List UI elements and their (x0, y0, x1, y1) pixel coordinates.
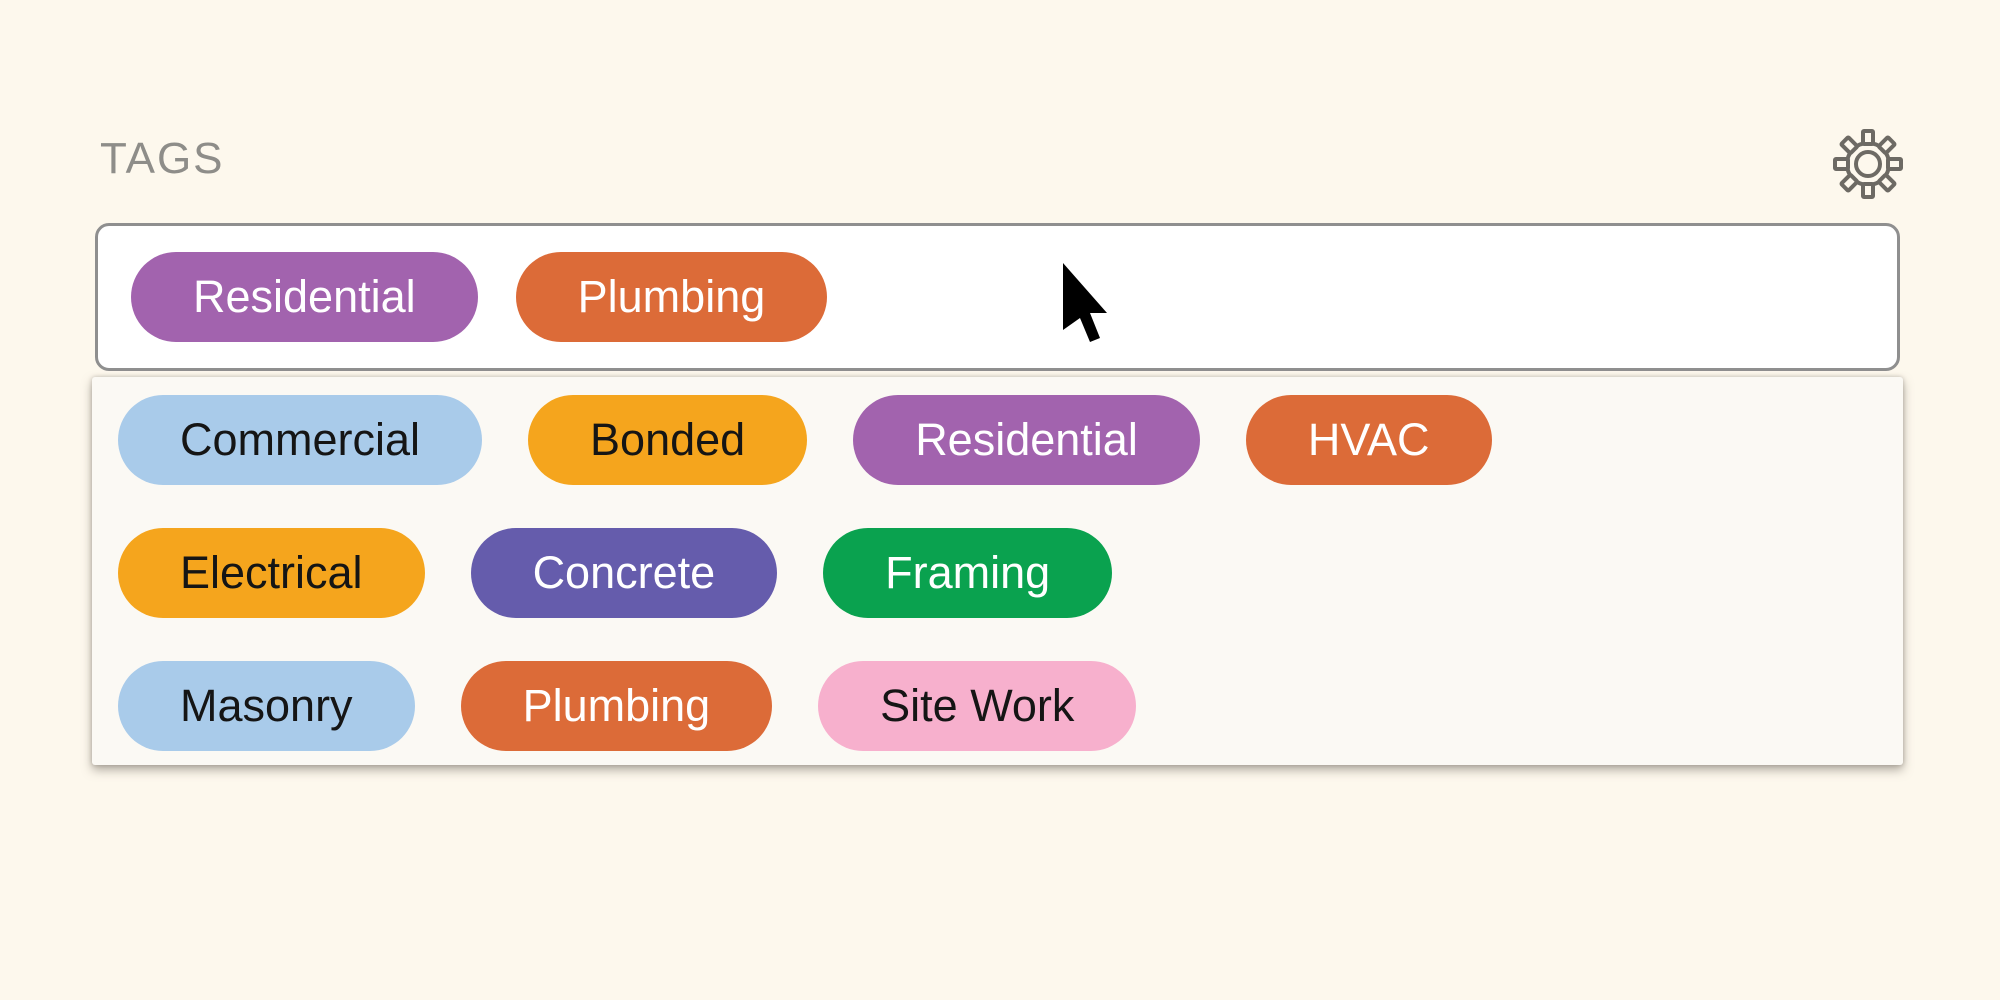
tags-section-label: TAGS (100, 134, 225, 183)
tag-option-row: Masonry Plumbing Site Work (118, 661, 1903, 751)
selected-tag-pill-residential[interactable]: Residential (131, 252, 478, 342)
tag-option-pill-masonry[interactable]: Masonry (118, 661, 415, 751)
tag-option-pill-hvac[interactable]: HVAC (1245, 395, 1492, 485)
tag-option-pill-framing[interactable]: Framing (823, 528, 1113, 618)
tag-option-row: Commercial Bonded Residential HVAC (118, 395, 1903, 485)
tag-option-pill-electrical[interactable]: Electrical (118, 528, 425, 618)
tag-option-pill-concrete[interactable]: Concrete (470, 528, 778, 618)
tag-option-pill-commercial[interactable]: Commercial (118, 395, 483, 485)
gear-icon (1833, 129, 1903, 199)
tag-dropdown-panel: Commercial Bonded Residential HVAC Electric… (92, 377, 1903, 765)
tag-input[interactable]: Residential Plumbing (95, 223, 1900, 371)
selected-tag-pill-plumbing[interactable]: Plumbing (515, 252, 828, 342)
tag-option-pill-site-work[interactable]: Site Work (818, 661, 1137, 751)
tag-option-pill-residential[interactable]: Residential (853, 395, 1200, 485)
tag-option-pill-plumbing[interactable]: Plumbing (460, 661, 773, 751)
tag-option-row: Electrical Concrete Framing (118, 528, 1903, 618)
tag-option-pill-bonded[interactable]: Bonded (528, 395, 808, 485)
settings-button[interactable] (1832, 126, 1904, 202)
